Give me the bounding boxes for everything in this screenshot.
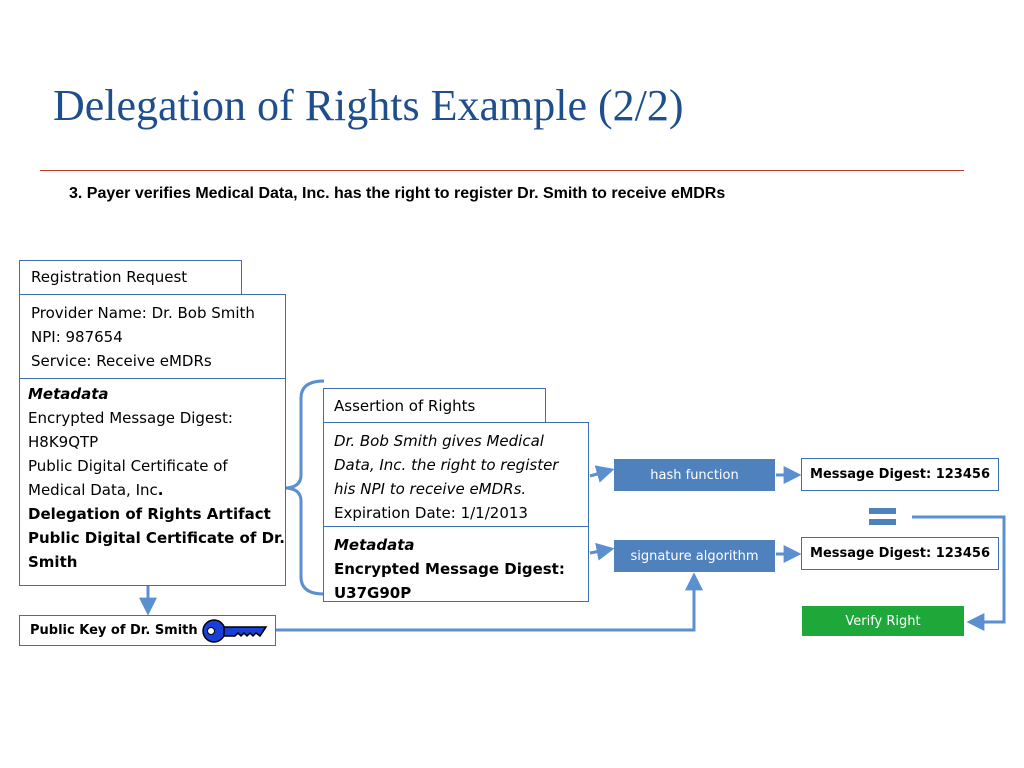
public-key-label: Public Key of Dr. Smith [30,623,198,638]
registration-cert-line1: Public Digital Certificate of [28,457,228,475]
registration-request-header: Registration Request [19,260,242,295]
message-digest-bottom-label: Message Digest: 123456 [810,546,990,561]
registration-digest-value: H8K9QTP [28,433,99,451]
equals-icon [869,508,896,525]
registration-request-label: Registration Request [31,268,188,286]
provider-service: Service: Receive eMDRs [31,352,212,370]
assertion-body-box: Dr. Bob Smith gives Medical Data, Inc. t… [323,422,589,527]
delegation-artifact: Delegation of Rights Artifact [28,505,271,523]
smith-cert-line1: Public Digital Certificate of Dr. [28,529,285,547]
provider-name: Provider Name: Dr. Bob Smith [31,304,255,322]
smith-cert-line2: Smith [28,553,78,571]
message-digest-top: Message Digest: 123456 [801,458,999,491]
key-icon [202,619,268,643]
slide-title: Delegation of Rights Example (2/2) [53,81,684,130]
message-digest-bottom: Message Digest: 123456 [801,537,999,570]
title-divider [40,170,964,171]
verify-right-box: Verify Right [802,606,964,636]
provider-npi: NPI: 987654 [31,328,123,346]
arrow-equals-to-verify [912,515,1006,631]
message-digest-top-label: Message Digest: 123456 [810,467,990,482]
registration-metadata-box: Metadata Encrypted Message Digest: H8K9Q… [19,378,286,586]
assertion-metadata-title: Metadata [334,536,415,554]
assertion-header-label: Assertion of Rights [334,397,476,415]
public-key-box: Public Key of Dr. Smith [19,615,276,646]
assertion-metadata-box: Metadata Encrypted Message Digest: U37G9… [323,526,589,602]
verify-right-label: Verify Right [845,613,921,629]
arrow-to-signature [589,542,615,561]
grouping-brace [283,379,325,596]
signature-algorithm-label: signature algorithm [630,548,759,564]
hash-function-label: hash function [650,467,739,483]
arrow-to-hash [589,465,615,483]
signature-algorithm-box: signature algorithm [614,540,775,572]
assertion-expiration: Expiration Date: 1/1/2013 [334,504,528,522]
assertion-header: Assertion of Rights [323,388,546,423]
assertion-line3: his NPI to receive eMDRs. [334,480,527,498]
registration-cert-line2: Medical Data, Inc. [28,481,164,499]
assertion-line2: Data, Inc. the right to register [334,456,559,474]
registration-metadata-title: Metadata [28,385,109,403]
slide-subtitle: 3. Payer verifies Medical Data, Inc. has… [69,185,726,202]
registration-provider-box: Provider Name: Dr. Bob Smith NPI: 987654… [19,294,286,379]
arrow-key-to-signature [276,572,703,632]
assertion-digest-value: U37G90P [334,584,412,602]
assertion-digest-label: Encrypted Message Digest: [334,560,565,578]
assertion-line1: Dr. Bob Smith gives Medical [334,432,544,450]
hash-function-box: hash function [614,459,775,491]
registration-digest-label: Encrypted Message Digest: [28,409,233,427]
